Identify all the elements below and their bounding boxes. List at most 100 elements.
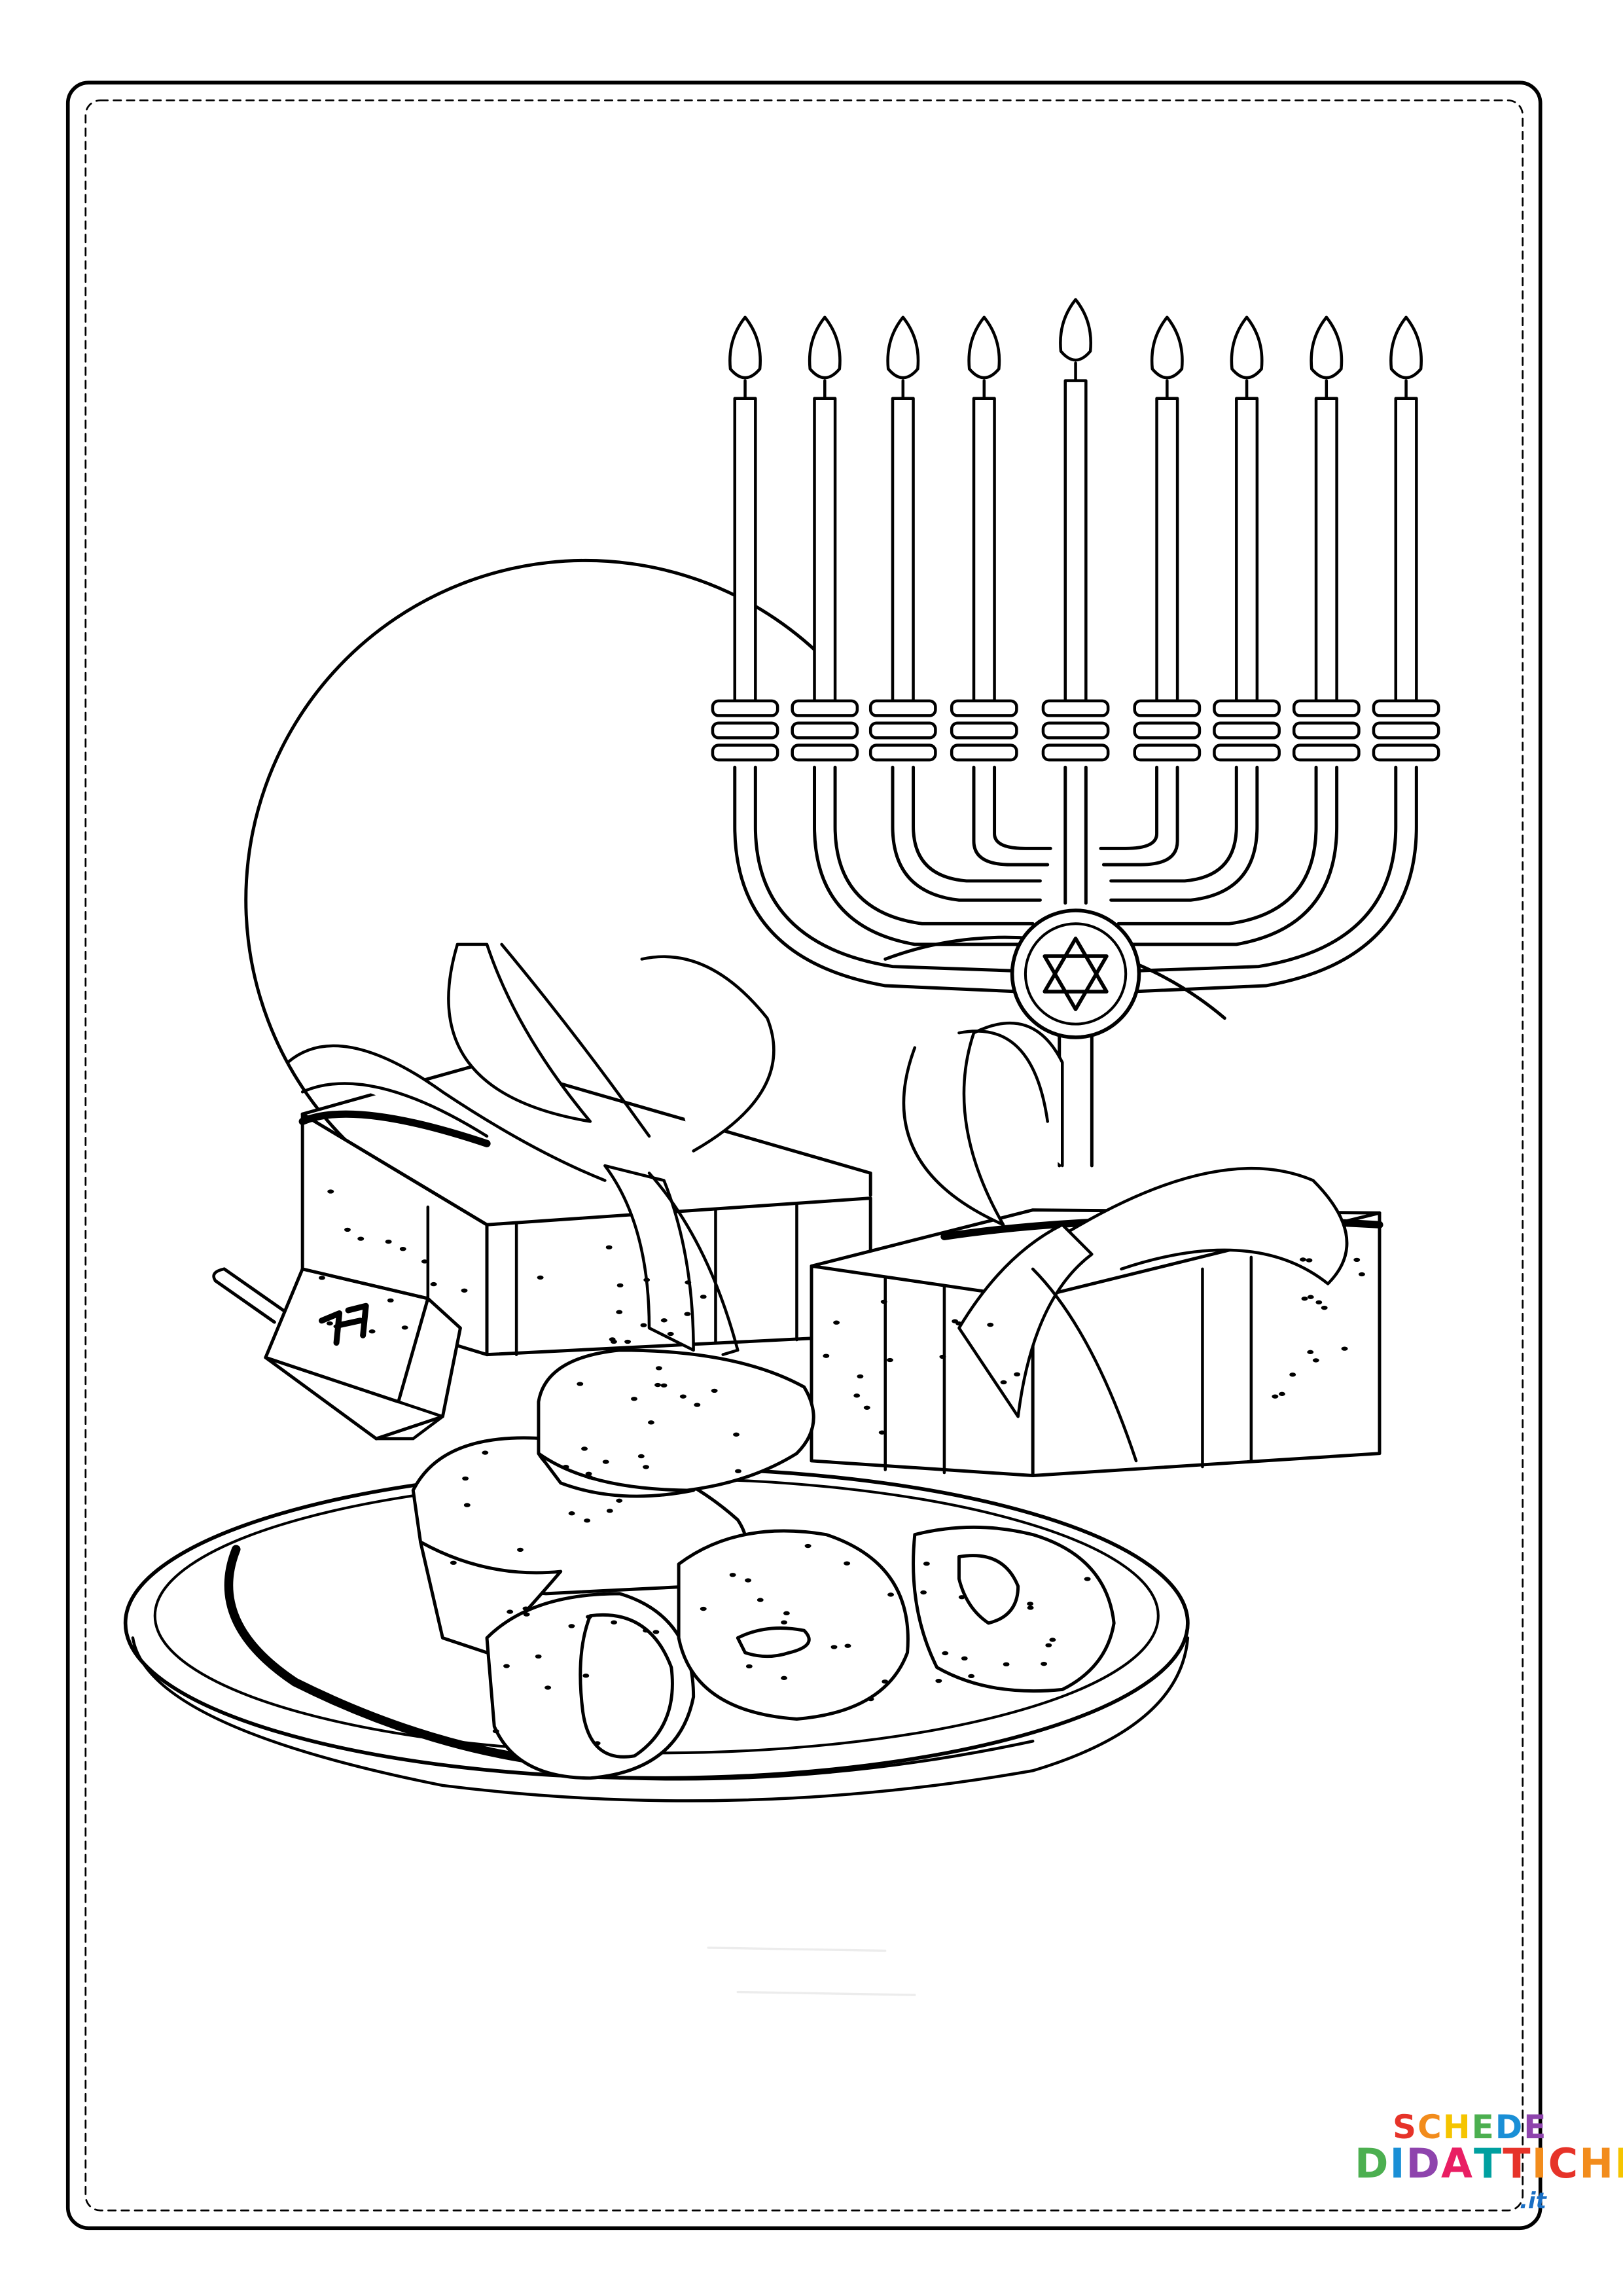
speckle-dot [327,1189,334,1194]
speckle-dot [318,1276,325,1280]
speckle-dot [1272,1394,1279,1399]
speckle-dot [987,1322,994,1327]
speckle-dot [568,1624,575,1628]
speckle-dot [652,1630,660,1634]
candle [868,315,937,762]
candle [1372,315,1440,762]
speckle-dot [857,1374,864,1379]
logo-letter: E [1524,2108,1548,2146]
speckle-dot [700,1295,707,1299]
speckle-dot [654,1382,662,1388]
speckle-dot [616,1283,624,1288]
logo-letter: D [1406,2140,1442,2187]
speckle-dot [523,1612,530,1617]
speckle-dot [887,1592,895,1597]
logo-letter: I [1389,2140,1406,2187]
speckle-dot [968,1674,975,1679]
speckle-dot [958,1595,965,1600]
speckle-dot [522,1606,529,1611]
candle [711,315,779,762]
candle [1041,298,1110,762]
logo-letter: E [1614,2144,1623,2184]
speckle-dot [886,1357,893,1363]
speckle-dot [585,1471,592,1476]
gift-box-icon [810,1021,1383,1477]
speckle-dot [935,1678,942,1683]
speckle-dot [1000,1380,1007,1385]
logo-letter: T [1503,2140,1532,2187]
speckle-dot [586,1615,592,1619]
speckle-dot [606,1509,613,1513]
speckle-dot [326,1321,333,1326]
speckle-dot [544,1685,552,1690]
logo-letter: C [1418,2108,1443,2146]
speckle-dot [1003,1662,1010,1667]
speckle-dot [844,1561,851,1566]
speckle-dot [450,1560,457,1565]
speckle-dot [867,1696,874,1702]
logo-line-1: SCHEDE [1393,2111,1547,2144]
speckle-dot [679,1394,687,1399]
speckle-dot [745,1578,752,1583]
speckle-dot [685,1280,692,1285]
logo-letter: C [1548,2140,1580,2187]
speckle-dot [581,1446,588,1451]
speckle-dot [1321,1306,1328,1310]
candle [1292,315,1361,762]
candle [1213,315,1281,762]
speckle-dot [655,1366,662,1371]
speckle-dot [667,1331,674,1336]
speckle-dot [507,1609,514,1614]
speckle-dot [880,1299,887,1304]
speckle-dot [781,1620,788,1624]
speckle-dot [882,1679,889,1684]
speckle-dot [643,1465,650,1469]
candle [791,315,859,762]
speckle-dot [1307,1295,1314,1299]
logo-letter: I [1531,2140,1548,2187]
speckle-dot [700,1606,707,1611]
speckle-dot [624,1339,632,1344]
speckle-dot [804,1543,812,1549]
sufganiyot-plate-icon [123,1189,1365,1803]
speckle-dot [537,1275,544,1280]
speckle-dot [344,1227,351,1232]
logo-letter: D [1495,2108,1524,2146]
speckle-dot [863,1405,870,1410]
speckle-dot [605,1245,613,1249]
speckle-dot [503,1664,510,1668]
speckle-dot [830,1645,838,1649]
speckle-dot [631,1397,637,1401]
speckle-dot [823,1354,830,1358]
speckle-dot [1289,1372,1296,1377]
speckle-dot [463,1503,471,1507]
speckle-dot [844,1643,851,1648]
speckle-dot [942,1651,949,1656]
speckle-dot [584,1518,591,1523]
speckle-dot [684,1312,691,1316]
speckle-dot [1049,1638,1056,1642]
logo-letter: T [1474,2140,1503,2187]
speckle-dot [853,1393,861,1398]
speckle-dot [637,1454,645,1459]
speckle-dot [430,1282,437,1287]
speckle-dot [568,1511,575,1516]
speckle-dot [711,1388,718,1393]
speckle-dot [492,1729,499,1734]
candle [1133,315,1202,762]
speckle-dot [745,1664,753,1669]
speckle-dot [482,1450,489,1455]
speckle-dot [1358,1272,1365,1277]
speckle-dot [562,1465,569,1469]
speckle-dot [878,1430,885,1435]
speckle-dot [611,1620,618,1624]
speckle-dot [387,1298,394,1303]
speckle-dot [781,1676,788,1680]
speckle-dot [462,1476,469,1481]
speckle-dot [357,1236,365,1241]
speckle-dot [1041,1662,1048,1666]
speckle-dot [385,1240,392,1244]
speckle-dot [610,1339,617,1344]
